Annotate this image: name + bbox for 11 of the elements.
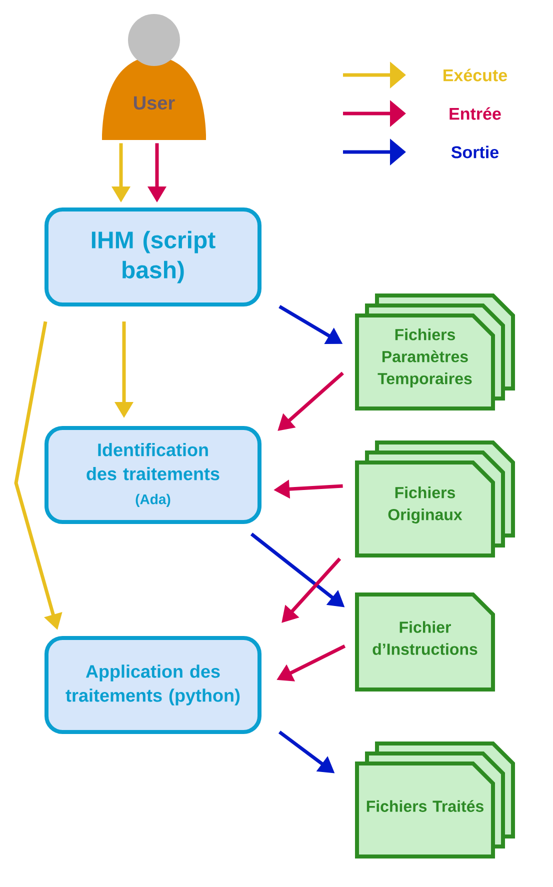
- process-box: Identification des traitements (Ada): [44, 426, 262, 524]
- file-document: Fichier d’Instructions: [355, 592, 495, 692]
- legend-label: Sortie: [451, 146, 498, 158]
- file-stack: Fichiers Traités: [355, 742, 515, 858]
- legend-label: Exécute: [444, 68, 508, 82]
- person: User: [102, 14, 206, 140]
- legend-label: Entrée: [450, 107, 501, 120]
- file-stack: Fichiers Originaux: [355, 440, 515, 558]
- process-box: IHM (script bash): [44, 208, 262, 306]
- file-stack: Fichiers Paramètres Temporaires: [355, 294, 515, 410]
- process-box: Application des traitements (python): [44, 636, 262, 734]
